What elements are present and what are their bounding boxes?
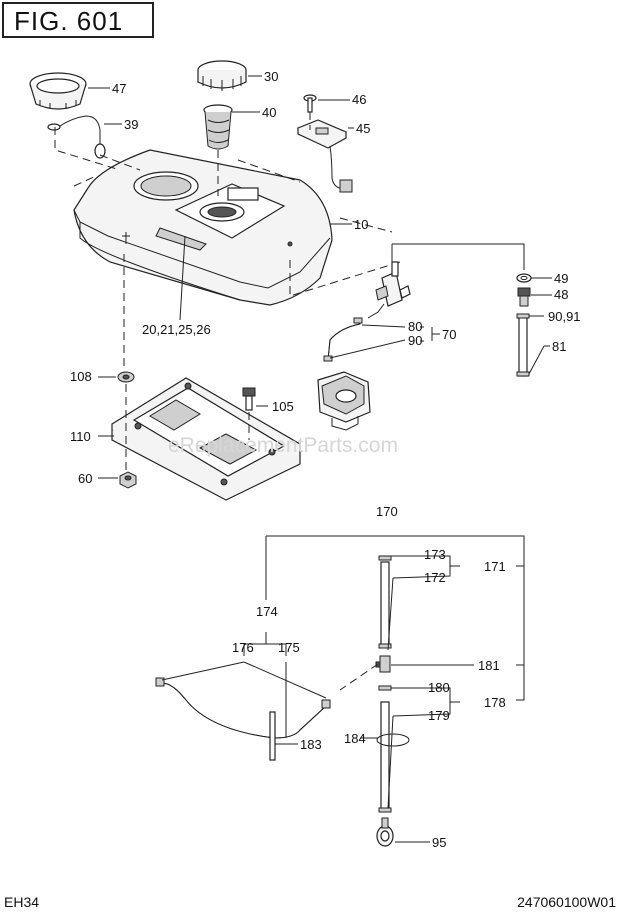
label-110: 110 xyxy=(70,429,91,444)
figure-title: FIG. 601 xyxy=(14,6,124,36)
label-176: 176 xyxy=(232,640,254,655)
footer-code: 247060100W01 xyxy=(517,894,616,910)
part-183-clip[interactable] xyxy=(269,711,276,761)
label-170: 170 xyxy=(376,504,398,519)
label-80: 80 xyxy=(408,319,422,334)
part-172-hose[interactable] xyxy=(378,555,392,649)
part-39-strap[interactable] xyxy=(47,115,106,159)
part-184-clip[interactable] xyxy=(376,733,410,747)
part-95-strainer[interactable] xyxy=(376,817,394,847)
part-carburetor[interactable] xyxy=(317,371,371,431)
label-95: 95 xyxy=(432,835,446,850)
label-45: 45 xyxy=(356,121,370,136)
part-47-cap-gasket[interactable] xyxy=(29,72,87,110)
figure-title-box: FIG. 601 xyxy=(2,2,154,38)
part-108-rubber-mount[interactable] xyxy=(117,371,135,383)
part-46-bolt[interactable] xyxy=(303,94,317,113)
label-47: 47 xyxy=(112,81,126,96)
label-81: 81 xyxy=(552,339,566,354)
part-30-fuel-cap[interactable] xyxy=(197,60,247,91)
label-60: 60 xyxy=(78,471,92,486)
part-45-fuel-gauge[interactable] xyxy=(296,119,353,193)
part-48-fitting[interactable] xyxy=(517,287,531,307)
label-46: 46 xyxy=(352,92,366,107)
label-173: 173 xyxy=(424,547,446,562)
part-176-fuel-hose[interactable] xyxy=(155,677,331,739)
label-171: 171 xyxy=(484,559,506,574)
label-90-91: 90,91 xyxy=(548,309,581,324)
label-175: 175 xyxy=(278,640,300,655)
label-30: 30 xyxy=(264,69,278,84)
label-184: 184 xyxy=(344,731,366,746)
label-105: 105 xyxy=(272,399,294,414)
part-fuel-cock[interactable] xyxy=(367,261,411,319)
part-49-washer[interactable] xyxy=(516,273,532,283)
label-48: 48 xyxy=(554,287,568,302)
label-172: 172 xyxy=(424,570,446,585)
label-178: 178 xyxy=(484,695,506,710)
part-40-fuel-strainer[interactable] xyxy=(203,104,233,150)
label-183: 183 xyxy=(300,737,322,752)
part-110-base-plate[interactable] xyxy=(111,377,301,501)
part-81-fuel-hose[interactable] xyxy=(516,313,530,377)
part-105-bolt[interactable] xyxy=(242,387,256,411)
label-20-21-25-26: 20,21,25,26 xyxy=(142,322,211,337)
label-49: 49 xyxy=(554,271,568,286)
label-174: 174 xyxy=(256,604,278,619)
footer-model: EH34 xyxy=(4,894,40,910)
label-179: 179 xyxy=(428,708,450,723)
label-181: 181 xyxy=(478,658,500,673)
label-180: 180 xyxy=(428,680,450,695)
label-39: 39 xyxy=(124,117,138,132)
watermark: eReplacementParts.com xyxy=(168,434,398,457)
part-181-tee-joint[interactable] xyxy=(375,655,391,673)
part-80-fuel-pipe[interactable] xyxy=(323,317,363,362)
label-70: 70 xyxy=(442,327,456,342)
label-10: 10 xyxy=(354,217,368,232)
label-108: 108 xyxy=(70,369,92,384)
part-10-fuel-tank[interactable] xyxy=(73,149,333,306)
label-40: 40 xyxy=(262,105,276,120)
label-90: 90 xyxy=(408,333,422,348)
part-60-nut[interactable] xyxy=(119,471,137,489)
